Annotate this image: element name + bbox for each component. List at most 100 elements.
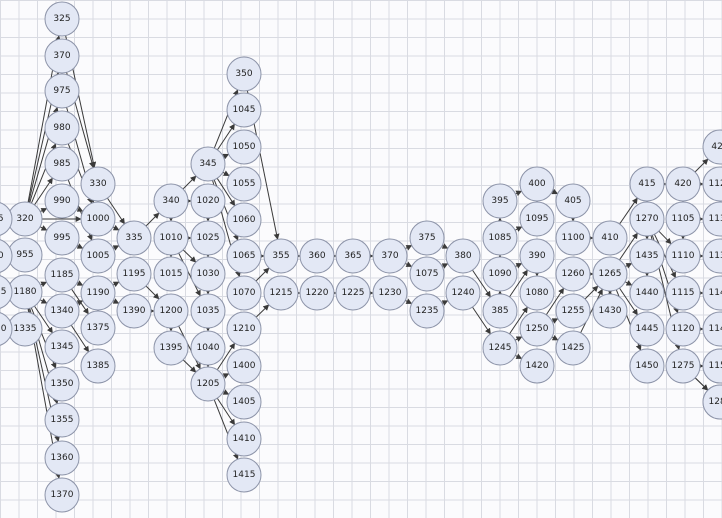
node-1235[interactable]: 1235 xyxy=(409,293,445,329)
node-1425[interactable]: 1425 xyxy=(555,330,591,366)
node-1350[interactable]: 1350 xyxy=(44,366,80,402)
node-1260[interactable]: 1260 xyxy=(555,256,591,292)
node-1135[interactable]: 1135 xyxy=(702,238,722,274)
node-390[interactable]: 390 xyxy=(519,238,555,274)
node-1410[interactable]: 1410 xyxy=(226,421,262,457)
node-1185[interactable]: 1185 xyxy=(44,257,80,293)
node-1040[interactable]: 1040 xyxy=(190,330,226,366)
node-1445[interactable]: 1445 xyxy=(629,311,665,347)
node-1120[interactable]: 1120 xyxy=(665,311,701,347)
node-1275[interactable]: 1275 xyxy=(665,348,701,384)
node-1400[interactable]: 1400 xyxy=(226,348,262,384)
node-980[interactable]: 980 xyxy=(44,110,80,146)
node-1390[interactable]: 1390 xyxy=(116,293,152,329)
node-1045[interactable]: 1045 xyxy=(226,92,262,128)
node-1100[interactable]: 1100 xyxy=(555,220,591,256)
node-1140[interactable]: 1140 xyxy=(702,275,722,311)
node-1060[interactable]: 1060 xyxy=(226,202,262,238)
node-330[interactable]: 330 xyxy=(80,166,116,202)
node-1210[interactable]: 1210 xyxy=(226,311,262,347)
node-395[interactable]: 395 xyxy=(482,183,518,219)
node-1250[interactable]: 1250 xyxy=(519,311,555,347)
node-1080[interactable]: 1080 xyxy=(519,275,555,311)
node-1270[interactable]: 1270 xyxy=(629,201,665,237)
node-1230[interactable]: 1230 xyxy=(372,275,408,311)
node-375[interactable]: 375 xyxy=(409,220,445,256)
node-1015[interactable]: 1015 xyxy=(153,256,189,292)
node-1025[interactable]: 1025 xyxy=(190,220,226,256)
node-1090[interactable]: 1090 xyxy=(482,256,518,292)
node-410[interactable]: 410 xyxy=(592,220,628,256)
node-385[interactable]: 385 xyxy=(482,293,518,329)
node-1375[interactable]: 1375 xyxy=(80,310,116,346)
node-985[interactable]: 985 xyxy=(44,146,80,182)
node-355[interactable]: 355 xyxy=(263,238,299,274)
node-1340[interactable]: 1340 xyxy=(44,293,80,329)
node-1335[interactable]: 1335 xyxy=(7,311,43,347)
node-360[interactable]: 360 xyxy=(299,238,335,274)
node-415[interactable]: 415 xyxy=(629,166,665,202)
node-1190[interactable]: 1190 xyxy=(80,275,116,311)
node-420[interactable]: 420 xyxy=(665,166,701,202)
node-1200[interactable]: 1200 xyxy=(153,293,189,329)
node-1030[interactable]: 1030 xyxy=(190,256,226,292)
node-1240[interactable]: 1240 xyxy=(445,275,481,311)
node-335[interactable]: 335 xyxy=(116,220,152,256)
node-990[interactable]: 990 xyxy=(44,183,80,219)
node-1435[interactable]: 1435 xyxy=(629,238,665,274)
node-1355[interactable]: 1355 xyxy=(44,402,80,438)
node-1020[interactable]: 1020 xyxy=(190,183,226,219)
node-950[interactable]: 950 xyxy=(0,239,13,273)
node-380[interactable]: 380 xyxy=(445,238,481,274)
node-1145[interactable]: 1145 xyxy=(702,311,722,347)
node-1345[interactable]: 1345 xyxy=(44,329,80,365)
node-1420[interactable]: 1420 xyxy=(519,348,555,384)
node-1415[interactable]: 1415 xyxy=(226,457,262,493)
node-1205[interactable]: 1205 xyxy=(190,366,226,402)
node-1105[interactable]: 1105 xyxy=(665,201,701,237)
node-345[interactable]: 345 xyxy=(190,146,226,182)
node-1405[interactable]: 1405 xyxy=(226,384,262,420)
node-315[interactable]: 315 xyxy=(0,202,13,236)
node-1450[interactable]: 1450 xyxy=(629,348,665,384)
node-1175[interactable]: 1175 xyxy=(0,275,13,309)
node-1085[interactable]: 1085 xyxy=(482,220,518,256)
node-1050[interactable]: 1050 xyxy=(226,129,262,165)
node-1005[interactable]: 1005 xyxy=(80,238,116,274)
node-1285[interactable]: 1285 xyxy=(702,384,722,420)
node-425[interactable]: 425 xyxy=(702,129,722,165)
node-1010[interactable]: 1010 xyxy=(153,220,189,256)
node-1055[interactable]: 1055 xyxy=(226,166,262,202)
node-370[interactable]: 370 xyxy=(372,238,408,274)
node-1130[interactable]: 1130 xyxy=(702,201,722,237)
node-1265[interactable]: 1265 xyxy=(592,256,628,292)
node-405[interactable]: 405 xyxy=(555,183,591,219)
node-1255[interactable]: 1255 xyxy=(555,293,591,329)
node-400[interactable]: 400 xyxy=(519,166,555,202)
node-1095[interactable]: 1095 xyxy=(519,201,555,237)
node-995[interactable]: 995 xyxy=(44,220,80,256)
node-1330[interactable]: 1330 xyxy=(0,312,13,346)
node-350[interactable]: 350 xyxy=(226,56,262,92)
node-1035[interactable]: 1035 xyxy=(190,293,226,329)
node-1115[interactable]: 1115 xyxy=(665,275,701,311)
node-975[interactable]: 975 xyxy=(44,73,80,109)
node-1195[interactable]: 1195 xyxy=(116,256,152,292)
node-1440[interactable]: 1440 xyxy=(629,275,665,311)
node-1070[interactable]: 1070 xyxy=(226,275,262,311)
node-1360[interactable]: 1360 xyxy=(44,440,80,476)
node-1065[interactable]: 1065 xyxy=(226,238,262,274)
node-1220[interactable]: 1220 xyxy=(299,275,335,311)
node-1430[interactable]: 1430 xyxy=(592,293,628,329)
node-1155[interactable]: 1155 xyxy=(702,348,722,384)
node-1370[interactable]: 1370 xyxy=(44,477,80,513)
node-955[interactable]: 955 xyxy=(7,237,43,273)
node-1215[interactable]: 1215 xyxy=(263,275,299,311)
node-1180[interactable]: 1180 xyxy=(7,274,43,310)
node-1395[interactable]: 1395 xyxy=(153,330,189,366)
node-1075[interactable]: 1075 xyxy=(409,256,445,292)
node-340[interactable]: 340 xyxy=(153,183,189,219)
node-1110[interactable]: 1110 xyxy=(665,238,701,274)
node-365[interactable]: 365 xyxy=(335,238,371,274)
